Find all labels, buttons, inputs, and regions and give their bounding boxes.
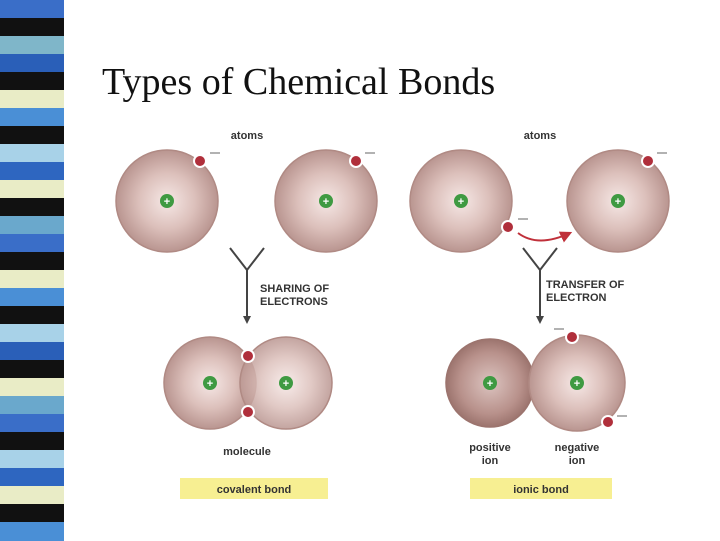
right-atom-2: + <box>566 149 670 253</box>
svg-text:+: + <box>207 378 213 390</box>
stripe-segment <box>0 270 64 289</box>
covalent-bond-label: covalent bond <box>217 484 292 496</box>
svg-text:+: + <box>458 196 464 208</box>
nucleus-icon <box>483 376 497 390</box>
ionic-bond-label: ionic bond <box>513 484 569 496</box>
right-transfer-electron <box>501 218 528 234</box>
right-process-line1: TRANSFER OF <box>546 279 625 291</box>
stripe-segment <box>0 414 64 433</box>
stripe-segment <box>0 0 64 19</box>
positive-ion: + <box>445 338 535 428</box>
molecule-label: molecule <box>223 446 271 458</box>
shared-electron-icon <box>241 405 255 419</box>
slide-title: Types of Chemical Bonds <box>102 61 496 103</box>
svg-text:+: + <box>574 378 580 390</box>
negative-ion-line1: negative <box>555 442 600 454</box>
left-electron-2 <box>349 152 375 168</box>
nucleus-icon <box>279 376 293 390</box>
molecule: + + <box>163 336 333 430</box>
positive-ion-line2: ion <box>482 455 499 467</box>
stripe-segment <box>0 36 64 55</box>
stripe-segment <box>0 54 64 73</box>
svg-text:+: + <box>323 196 329 208</box>
positive-ion-line1: positive <box>469 442 511 454</box>
nucleus-icon <box>319 194 333 208</box>
stripe-segment <box>0 306 64 325</box>
nucleus-icon <box>611 194 625 208</box>
stripe-segment <box>0 216 64 235</box>
right-atom-1: + <box>409 149 513 253</box>
left-process-line2: ELECTRONS <box>260 296 328 308</box>
stripe-segment <box>0 162 64 181</box>
converge-connector <box>522 247 558 318</box>
nucleus-icon <box>203 376 217 390</box>
stripe-segment <box>0 450 64 469</box>
arrow-down-icon <box>536 316 544 324</box>
stripe-segment <box>0 72 64 91</box>
stripe-segment <box>0 468 64 487</box>
stripe-segment <box>0 144 64 163</box>
stripe-segment <box>0 108 64 127</box>
svg-text:+: + <box>615 196 621 208</box>
stripe-segment <box>0 324 64 343</box>
covalent-bond-box <box>180 478 328 499</box>
electron-icon <box>601 415 615 429</box>
stripe-segment <box>0 342 64 361</box>
nucleus-icon <box>570 376 584 390</box>
stripe-segment <box>0 252 64 271</box>
stripe-segment <box>0 288 64 307</box>
negative-ion: + <box>528 328 627 432</box>
nucleus-icon <box>454 194 468 208</box>
chemical-bonds-diagram: atoms + + SHARING OF ELECTRONS + + molec… <box>115 130 670 499</box>
converge-connector <box>229 247 265 318</box>
electron-icon <box>565 330 579 344</box>
negative-ion-line2: ion <box>569 455 586 467</box>
svg-text:+: + <box>283 378 289 390</box>
stripe-segment <box>0 180 64 199</box>
right-electron-2 <box>641 152 667 168</box>
transfer-arrow-icon <box>517 231 573 243</box>
left-atom-2: + <box>274 149 378 253</box>
svg-text:+: + <box>164 196 170 208</box>
ionic-bond-box <box>470 478 612 499</box>
left-electron-1 <box>193 152 220 168</box>
stripe-segment <box>0 360 64 379</box>
shared-electron-icon <box>241 349 255 363</box>
left-atom-1: + <box>115 149 219 253</box>
right-atoms-label: atoms <box>524 130 556 142</box>
left-atoms-label: atoms <box>231 130 263 142</box>
stripe-segment <box>0 432 64 451</box>
nucleus-icon <box>160 194 174 208</box>
left-process-line1: SHARING OF <box>260 283 329 295</box>
stripe-segment <box>0 90 64 109</box>
stripe-segment <box>0 504 64 523</box>
stripe-segment <box>0 18 64 37</box>
arrow-down-icon <box>243 316 251 324</box>
stripe-segment <box>0 234 64 253</box>
svg-text:+: + <box>487 378 493 390</box>
stripe-segment <box>0 522 64 541</box>
stripe-segment <box>0 378 64 397</box>
stripe-segment <box>0 486 64 505</box>
stripe-segment <box>0 396 64 415</box>
decorative-stripe <box>0 0 64 541</box>
right-process-line2: ELECTRON <box>546 292 607 304</box>
stripe-segment <box>0 126 64 145</box>
stripe-segment <box>0 198 64 217</box>
